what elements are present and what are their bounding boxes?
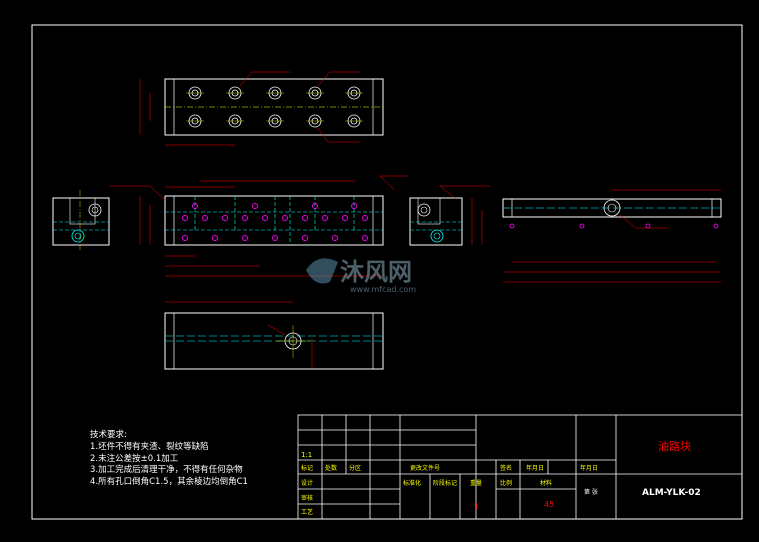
tb-label-sheet: 第 张 <box>584 488 598 496</box>
tb-scale: 1:1 <box>301 451 312 459</box>
note-item-1: 1.坯件不得有夹渣、裂纹等缺陷 <box>90 441 209 452</box>
tb-label-signature: 签名 <box>500 464 512 472</box>
tb-quantity: 1 <box>474 502 479 511</box>
left-side-view <box>52 190 110 250</box>
tb-material: 45 <box>544 500 554 509</box>
tb-label-designer: 设计 <box>301 479 313 487</box>
note-item-4: 4.所有孔口倒角C1.5，其余棱边均倒角C1 <box>90 477 248 488</box>
watermark-brand: 沐风网 <box>340 258 412 286</box>
tb-label-ratio: 比例 <box>500 479 512 487</box>
tb-label-stage: 阶段标记 <box>433 479 457 487</box>
tb-label-mark: 标记 <box>301 464 313 472</box>
right-side-view <box>409 185 490 246</box>
tb-label-change-doc: 更改文件号 <box>410 464 440 472</box>
tb-drawing-no: ALM-YLK-02 <box>642 488 701 498</box>
tb-label-date: 年月日 <box>526 464 544 472</box>
tb-label-material: 材料 <box>540 479 552 487</box>
bottom-view <box>164 301 384 370</box>
end-section-view <box>502 189 722 283</box>
tb-label-count: 处数 <box>325 464 337 472</box>
note-item-2: 2.未注公差按±0.1加工 <box>90 453 179 464</box>
tb-label-date2: 年月日 <box>580 464 598 472</box>
tb-label-process: 工艺 <box>301 508 313 516</box>
watermark-logo-icon <box>306 258 338 284</box>
watermark: 沐风网 www.mfcad.com <box>306 258 416 294</box>
tb-label-zone: 分区 <box>349 464 361 472</box>
technical-requirements: 技术要求: 1.坯件不得有夹渣、裂纹等缺陷 2.未注公差按±0.1加工 3.加工… <box>90 430 248 489</box>
note-item-3: 3.加工完成后清理干净，不得有任何杂物 <box>90 465 243 476</box>
watermark-url: www.mfcad.com <box>350 285 416 294</box>
tb-label-standardize: 标准化 <box>403 479 421 487</box>
title-block <box>297 414 743 520</box>
tb-label-weight: 重量 <box>470 479 482 487</box>
front-view <box>110 175 408 277</box>
top-view <box>139 71 384 146</box>
tb-part-name: 油路块 <box>658 439 691 453</box>
notes-heading: 技术要求: <box>90 430 127 440</box>
tb-label-review: 审核 <box>301 494 313 502</box>
